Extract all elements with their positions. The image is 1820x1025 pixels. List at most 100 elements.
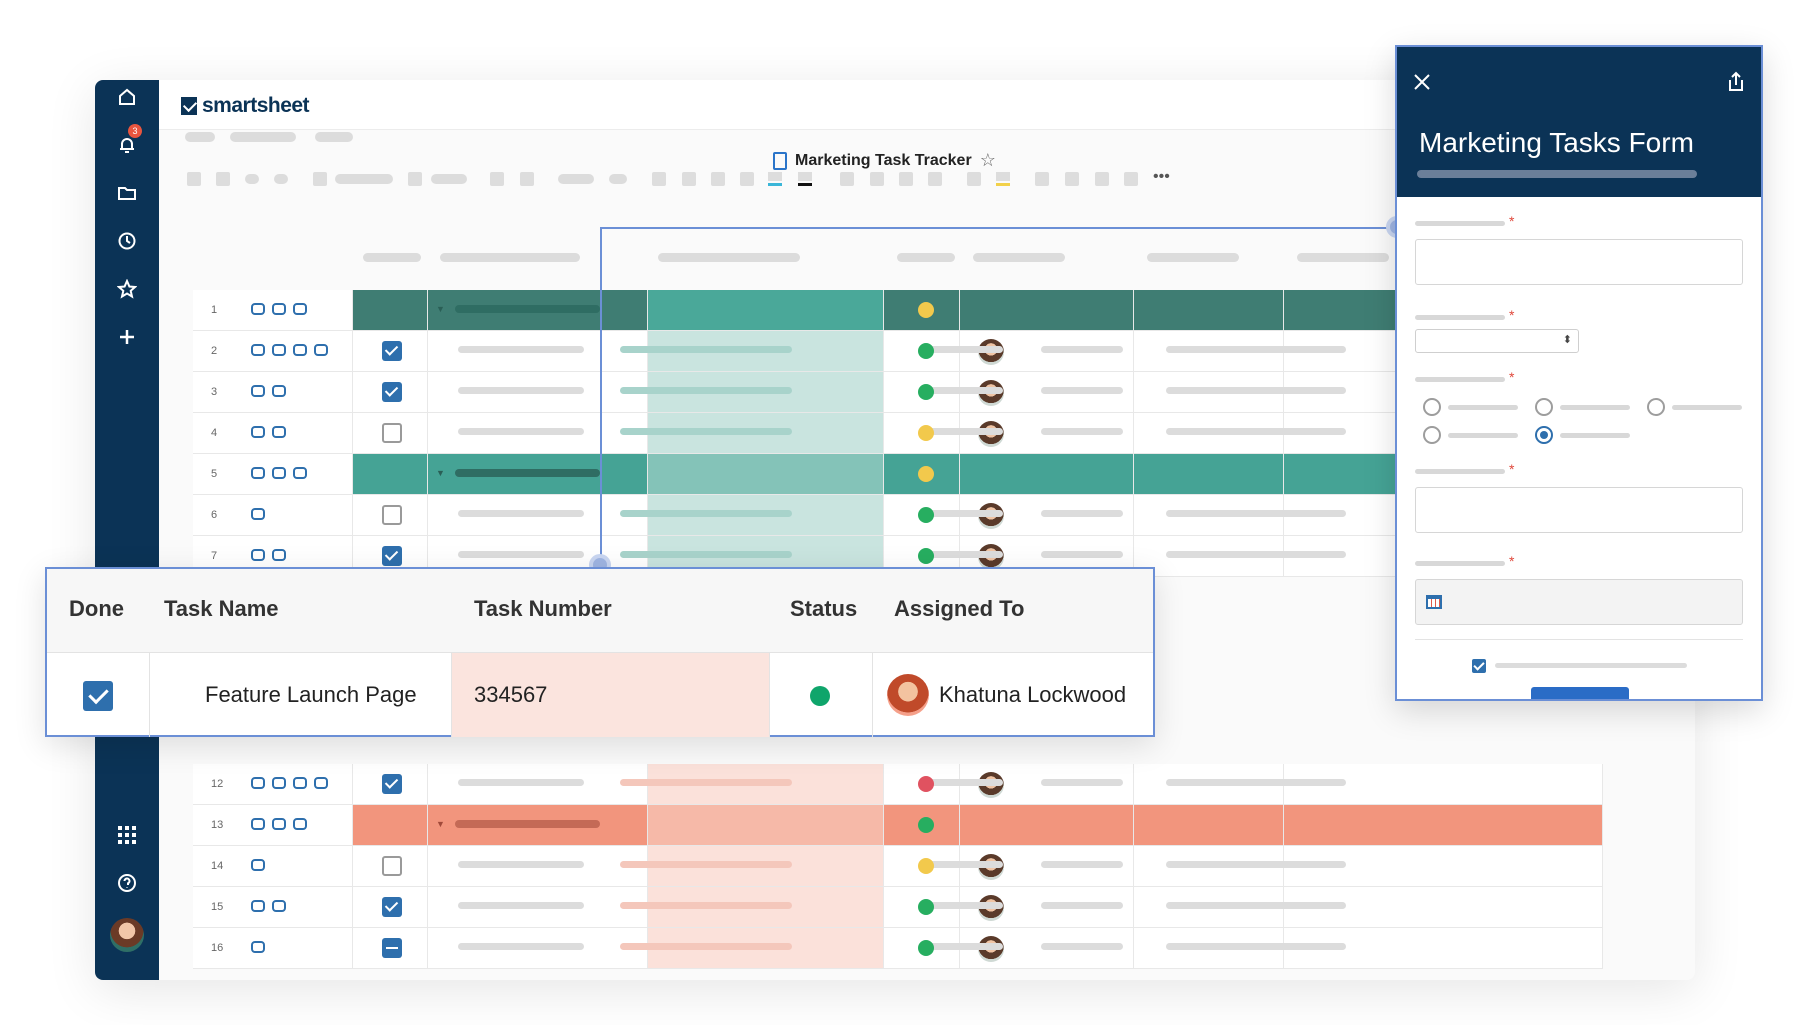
comment-icon[interactable]	[272, 344, 286, 356]
table-row[interactable]: 3	[193, 372, 1603, 413]
grid-cell[interactable]	[960, 928, 1134, 968]
grid-cell[interactable]	[960, 764, 1134, 804]
fill-color-button[interactable]	[798, 172, 812, 181]
done-checkbox[interactable]	[382, 856, 402, 876]
done-checkbox[interactable]	[382, 774, 402, 794]
toolbar-button[interactable]	[1065, 172, 1079, 186]
breadcrumb-item[interactable]	[230, 132, 296, 142]
proof-icon[interactable]	[293, 303, 307, 315]
grid-cell[interactable]	[353, 495, 428, 535]
clock-icon[interactable]	[112, 226, 142, 256]
grid-cell[interactable]	[960, 805, 1134, 845]
proof-icon[interactable]	[293, 818, 307, 830]
toolbar-button[interactable]	[245, 174, 259, 184]
radio-option[interactable]	[1647, 398, 1665, 416]
apps-grid-icon[interactable]	[112, 820, 142, 850]
share-icon[interactable]	[1723, 69, 1749, 95]
toolbar-button[interactable]	[1035, 172, 1049, 186]
toolbar-button[interactable]	[187, 172, 201, 186]
radio-option-selected[interactable]	[1535, 426, 1553, 444]
grid-cell[interactable]	[193, 846, 353, 886]
folder-icon[interactable]	[112, 178, 142, 208]
toolbar-button[interactable]	[274, 174, 288, 184]
grid-cell[interactable]	[353, 372, 428, 412]
attachment-icon[interactable]	[251, 941, 265, 953]
grid-cell[interactable]	[353, 846, 428, 886]
table-row[interactable]: 12	[193, 764, 1603, 805]
comment-icon[interactable]	[272, 549, 286, 561]
close-icon[interactable]	[1409, 69, 1435, 95]
toolbar-button[interactable]	[740, 172, 754, 186]
radio-option[interactable]	[1423, 398, 1441, 416]
star-icon[interactable]	[112, 274, 142, 304]
text-field-1[interactable]	[1415, 239, 1743, 285]
table-row[interactable]: 14	[193, 846, 1603, 887]
grid-cell[interactable]	[648, 290, 884, 330]
grid-cell[interactable]	[353, 928, 428, 968]
grid-cell[interactable]	[193, 536, 353, 576]
grid-cell[interactable]	[648, 805, 884, 845]
proof-icon[interactable]	[293, 344, 307, 356]
attachment-icon[interactable]	[251, 508, 265, 520]
attachment-icon[interactable]	[251, 549, 265, 561]
grid-cell[interactable]	[1134, 805, 1284, 845]
attachment-icon[interactable]	[251, 303, 265, 315]
attachment-icon[interactable]	[251, 344, 265, 356]
proof-icon[interactable]	[293, 777, 307, 789]
home-icon[interactable]	[112, 82, 142, 112]
table-row[interactable]: 2	[193, 331, 1603, 372]
reminder-icon[interactable]	[314, 777, 328, 789]
grid-cell[interactable]	[193, 928, 353, 968]
comment-icon[interactable]	[272, 818, 286, 830]
comment-icon[interactable]	[272, 900, 286, 912]
toolbar-button[interactable]	[1124, 172, 1138, 186]
radio-option[interactable]	[1535, 398, 1553, 416]
done-checkbox[interactable]	[382, 505, 402, 525]
help-icon[interactable]	[112, 868, 142, 898]
status-cell[interactable]	[770, 653, 873, 737]
column-header[interactable]	[897, 253, 955, 262]
task-number-cell[interactable]: 334567	[452, 653, 770, 737]
comment-icon[interactable]	[272, 426, 286, 438]
user-avatar[interactable]	[110, 918, 144, 952]
toolbar-button[interactable]	[711, 172, 725, 186]
grid-cell[interactable]	[1284, 805, 1603, 845]
task-name-cell[interactable]: Feature Launch Page	[150, 653, 452, 737]
attachment-icon[interactable]	[251, 859, 265, 871]
grid-cell[interactable]	[960, 846, 1134, 886]
calendar-icon[interactable]	[1426, 595, 1442, 609]
attachment-icon[interactable]	[251, 467, 265, 479]
plus-icon[interactable]	[112, 322, 142, 352]
toolbar-button[interactable]	[682, 172, 696, 186]
grid-cell[interactable]	[1134, 290, 1284, 330]
toolbar-dropdown[interactable]	[558, 174, 594, 184]
column-header[interactable]	[1297, 253, 1389, 262]
toolbar-button[interactable]	[840, 172, 854, 186]
table-row[interactable]: 15	[193, 887, 1603, 928]
grid-cell[interactable]	[353, 887, 428, 927]
reminder-icon[interactable]	[314, 344, 328, 356]
table-row[interactable]: 13▼	[193, 805, 1603, 846]
column-header[interactable]	[658, 253, 800, 262]
toolbar-dropdown[interactable]	[431, 174, 467, 184]
toolbar-button[interactable]	[609, 174, 627, 184]
comment-icon[interactable]	[272, 467, 286, 479]
attachment-icon[interactable]	[251, 385, 265, 397]
grid-cell[interactable]	[960, 413, 1134, 453]
grid-cell[interactable]	[648, 454, 884, 494]
proof-icon[interactable]	[293, 467, 307, 479]
collapse-icon[interactable]: ▼	[436, 468, 445, 478]
toolbar-button[interactable]	[652, 172, 666, 186]
more-icon[interactable]: •••	[1153, 168, 1170, 185]
grid-cell[interactable]	[960, 290, 1134, 330]
collapse-icon[interactable]: ▼	[436, 819, 445, 829]
comment-icon[interactable]	[272, 385, 286, 397]
comment-icon[interactable]	[272, 303, 286, 315]
grid-cell[interactable]	[353, 536, 428, 576]
grid-cell[interactable]	[960, 495, 1134, 535]
collapse-icon[interactable]: ▼	[436, 304, 445, 314]
attachment-icon[interactable]	[251, 777, 265, 789]
grid-cell[interactable]	[353, 331, 428, 371]
table-row[interactable]: 4	[193, 413, 1603, 454]
grid-cell[interactable]	[1284, 764, 1603, 804]
